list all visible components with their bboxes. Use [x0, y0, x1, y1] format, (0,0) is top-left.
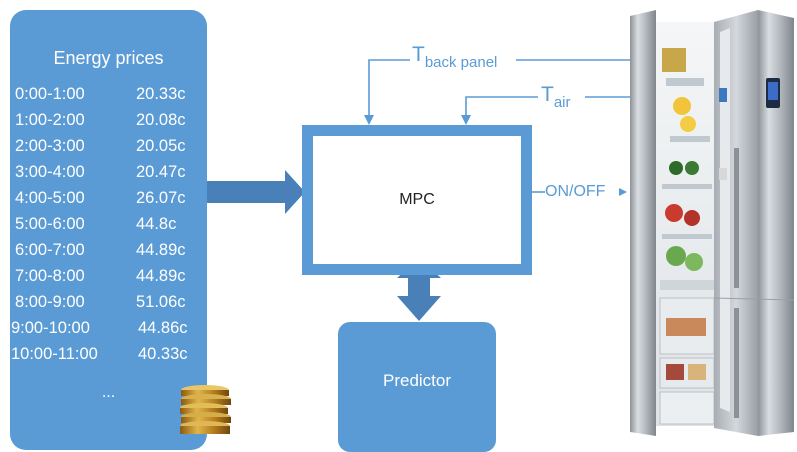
price-row: 0:00-1:00 20.33c: [10, 83, 207, 105]
back-panel-arrowhead: [364, 115, 374, 125]
on-off-output-label: ON/OFF: [545, 183, 606, 200]
air-temperature-label: Tair: [541, 83, 571, 111]
air-temp-symbol: T: [541, 83, 554, 106]
back-panel-temp-symbol: T: [412, 43, 425, 66]
price-time: 9:00-10:00: [11, 319, 90, 337]
prices-to-mpc-arrow: [207, 170, 305, 214]
price-time: 1:00-2:00: [15, 111, 85, 129]
price-time: 4:00-5:00: [15, 189, 85, 207]
back-panel-signal-line: [368, 59, 640, 123]
price-time: 3:00-4:00: [15, 163, 85, 181]
back-panel-temperature-label: Tback panel: [412, 43, 497, 71]
price-row: 9:00-10:00 44.86c: [10, 317, 207, 339]
price-row: 3:00-4:00 20.47c: [10, 161, 207, 183]
predictor-block: Predictor: [338, 322, 496, 452]
price-value: 20.47c: [136, 163, 186, 181]
coin-stack-icon: [180, 385, 231, 434]
air-arrowhead: [461, 115, 471, 125]
mpc-label: MPC: [399, 191, 435, 208]
price-row: 8:00-9:00 51.06c: [10, 291, 207, 313]
back-panel-temp-subscript: back panel: [424, 54, 498, 71]
price-ellipsis: ...: [101, 384, 116, 401]
price-row: 2:00-3:00 20.05c: [10, 135, 207, 157]
refrigerator-icon: [630, 10, 795, 436]
price-time: 0:00-1:00: [15, 85, 85, 103]
price-value: 44.89c: [136, 241, 186, 259]
price-row: 10:00-11:00 40.33c: [10, 343, 207, 365]
price-value: 51.06c: [136, 293, 186, 311]
output-arrowhead: [619, 188, 627, 196]
price-time: 2:00-3:00: [15, 137, 85, 155]
price-value: 44.89c: [136, 267, 186, 285]
energy-prices-title: Energy prices: [53, 48, 164, 68]
price-row: 1:00-2:00 20.08c: [10, 109, 207, 131]
mpc-block: MPC: [302, 125, 532, 275]
price-value: 40.33c: [138, 345, 188, 363]
price-value: 26.07c: [136, 189, 186, 207]
price-value: 44.8c: [136, 215, 177, 233]
price-time: 5:00-6:00: [15, 215, 85, 233]
price-value: 20.33c: [136, 85, 186, 103]
price-time: 8:00-9:00: [15, 293, 85, 311]
predictor-label: Predictor: [382, 371, 452, 390]
price-time: 7:00-8:00: [15, 267, 85, 285]
price-row: 6:00-7:00 44.89c: [10, 239, 207, 261]
price-value: 20.05c: [136, 137, 186, 155]
price-time: 6:00-7:00: [15, 241, 85, 259]
price-row: 5:00-6:00 44.8c: [10, 213, 207, 235]
air-temp-subscript: air: [553, 94, 571, 111]
price-row: 7:00-8:00 44.89c: [10, 265, 207, 287]
energy-prices-panel: Energy prices 0:00-1:00 20.33c 1:00-2:00…: [10, 10, 207, 450]
price-time: 10:00-11:00: [11, 345, 98, 363]
price-value: 44.86c: [138, 319, 188, 337]
price-row: 4:00-5:00 26.07c: [10, 187, 207, 209]
price-value: 20.08c: [136, 111, 186, 129]
mpc-diagram: Energy prices 0:00-1:00 20.33c 1:00-2:00…: [10, 10, 795, 452]
